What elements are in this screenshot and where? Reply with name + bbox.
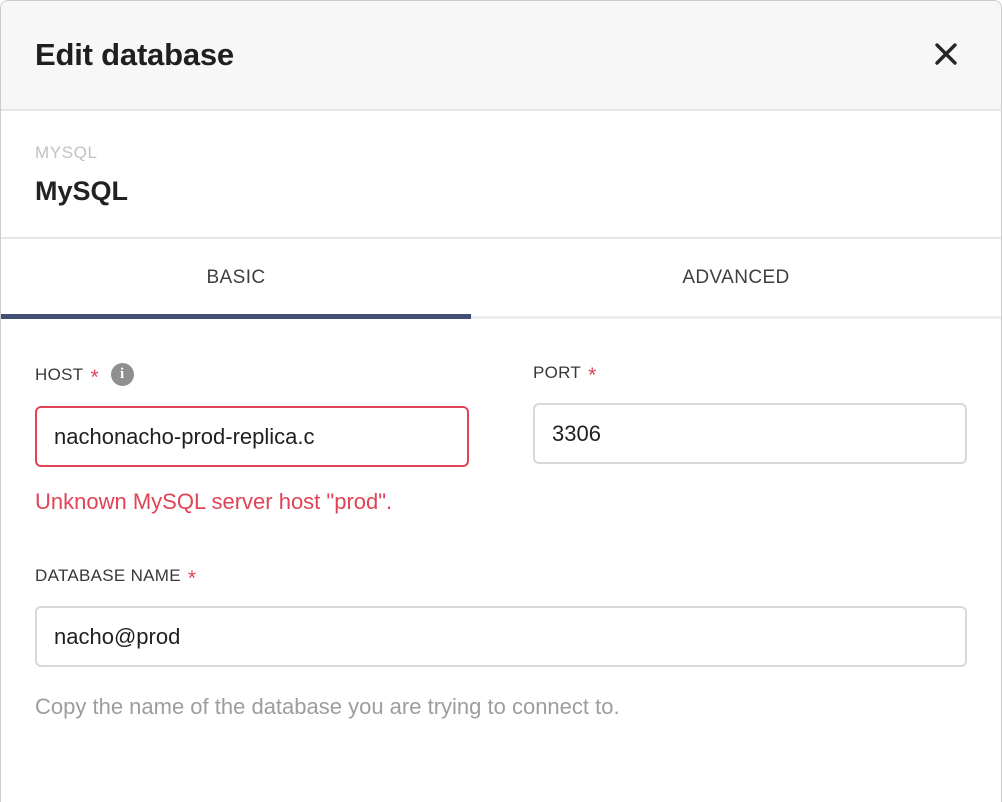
modal-title: Edit database — [35, 37, 234, 72]
close-icon — [931, 39, 961, 72]
host-input[interactable] — [35, 406, 469, 467]
database-name-required-asterisk: * — [187, 567, 197, 590]
database-name-label: DATABASE NAME — [35, 566, 181, 585]
form-content: HOST * i Unknown MySQL server host "prod… — [1, 319, 1001, 720]
port-label-row: PORT * — [533, 363, 967, 387]
port-label: PORT — [533, 363, 582, 382]
tab-basic[interactable]: BASIC — [1, 239, 471, 319]
database-name-label-row: DATABASE NAME * — [35, 566, 967, 590]
host-port-row: HOST * i Unknown MySQL server host "prod… — [35, 363, 967, 522]
database-name-input[interactable] — [35, 606, 967, 667]
host-label-row: HOST * i — [35, 363, 469, 389]
tab-bar: BASIC ADVANCED — [1, 237, 1001, 319]
port-required-asterisk: * — [588, 364, 597, 387]
host-required-asterisk: * — [90, 365, 99, 389]
database-name-helper-text: Copy the name of the database you are tr… — [35, 694, 620, 719]
modal-header: Edit database — [1, 1, 1001, 111]
port-input[interactable] — [533, 403, 967, 464]
host-label: HOST — [35, 364, 84, 384]
database-display-name: MySQL — [35, 176, 129, 206]
tab-advanced[interactable]: ADVANCED — [682, 266, 790, 288]
close-button[interactable] — [925, 33, 967, 78]
port-field: PORT * — [533, 363, 967, 522]
database-name-field: DATABASE NAME * Copy the name of the dat… — [35, 566, 967, 720]
info-icon[interactable]: i — [110, 363, 134, 386]
database-type-label: MYSQL — [35, 143, 98, 162]
database-info-section: MYSQL MySQL — [1, 111, 1001, 237]
host-field: HOST * i Unknown MySQL server host "prod… — [35, 363, 469, 522]
host-error-message: Unknown MySQL server host "prod". — [35, 489, 393, 514]
